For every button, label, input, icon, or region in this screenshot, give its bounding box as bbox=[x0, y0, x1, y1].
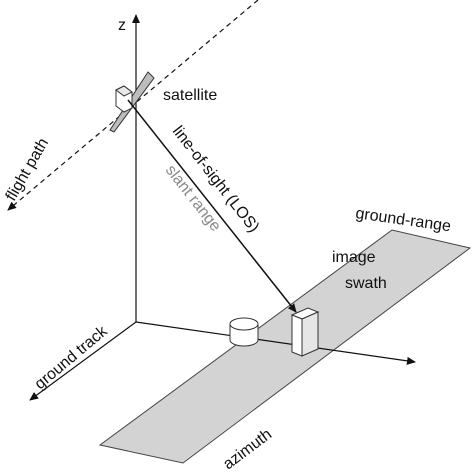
swath-label: swath bbox=[345, 275, 387, 292]
ground-range-label: ground-range bbox=[354, 205, 452, 235]
image-swath-strip bbox=[98, 229, 472, 464]
azimuth-label: azimuth bbox=[220, 426, 275, 472]
building-object bbox=[290, 307, 320, 357]
satellite-label: satellite bbox=[163, 87, 217, 104]
ground-range-axis bbox=[135, 321, 416, 365]
line-of-sight bbox=[127, 99, 297, 313]
ground-track-label: ground track bbox=[32, 322, 112, 393]
ground-track-axis bbox=[29, 321, 137, 401]
z-axis-label: z bbox=[118, 17, 126, 34]
image-label: image bbox=[332, 249, 376, 266]
satellite-icon bbox=[109, 71, 155, 133]
cylinder-object bbox=[229, 317, 259, 347]
